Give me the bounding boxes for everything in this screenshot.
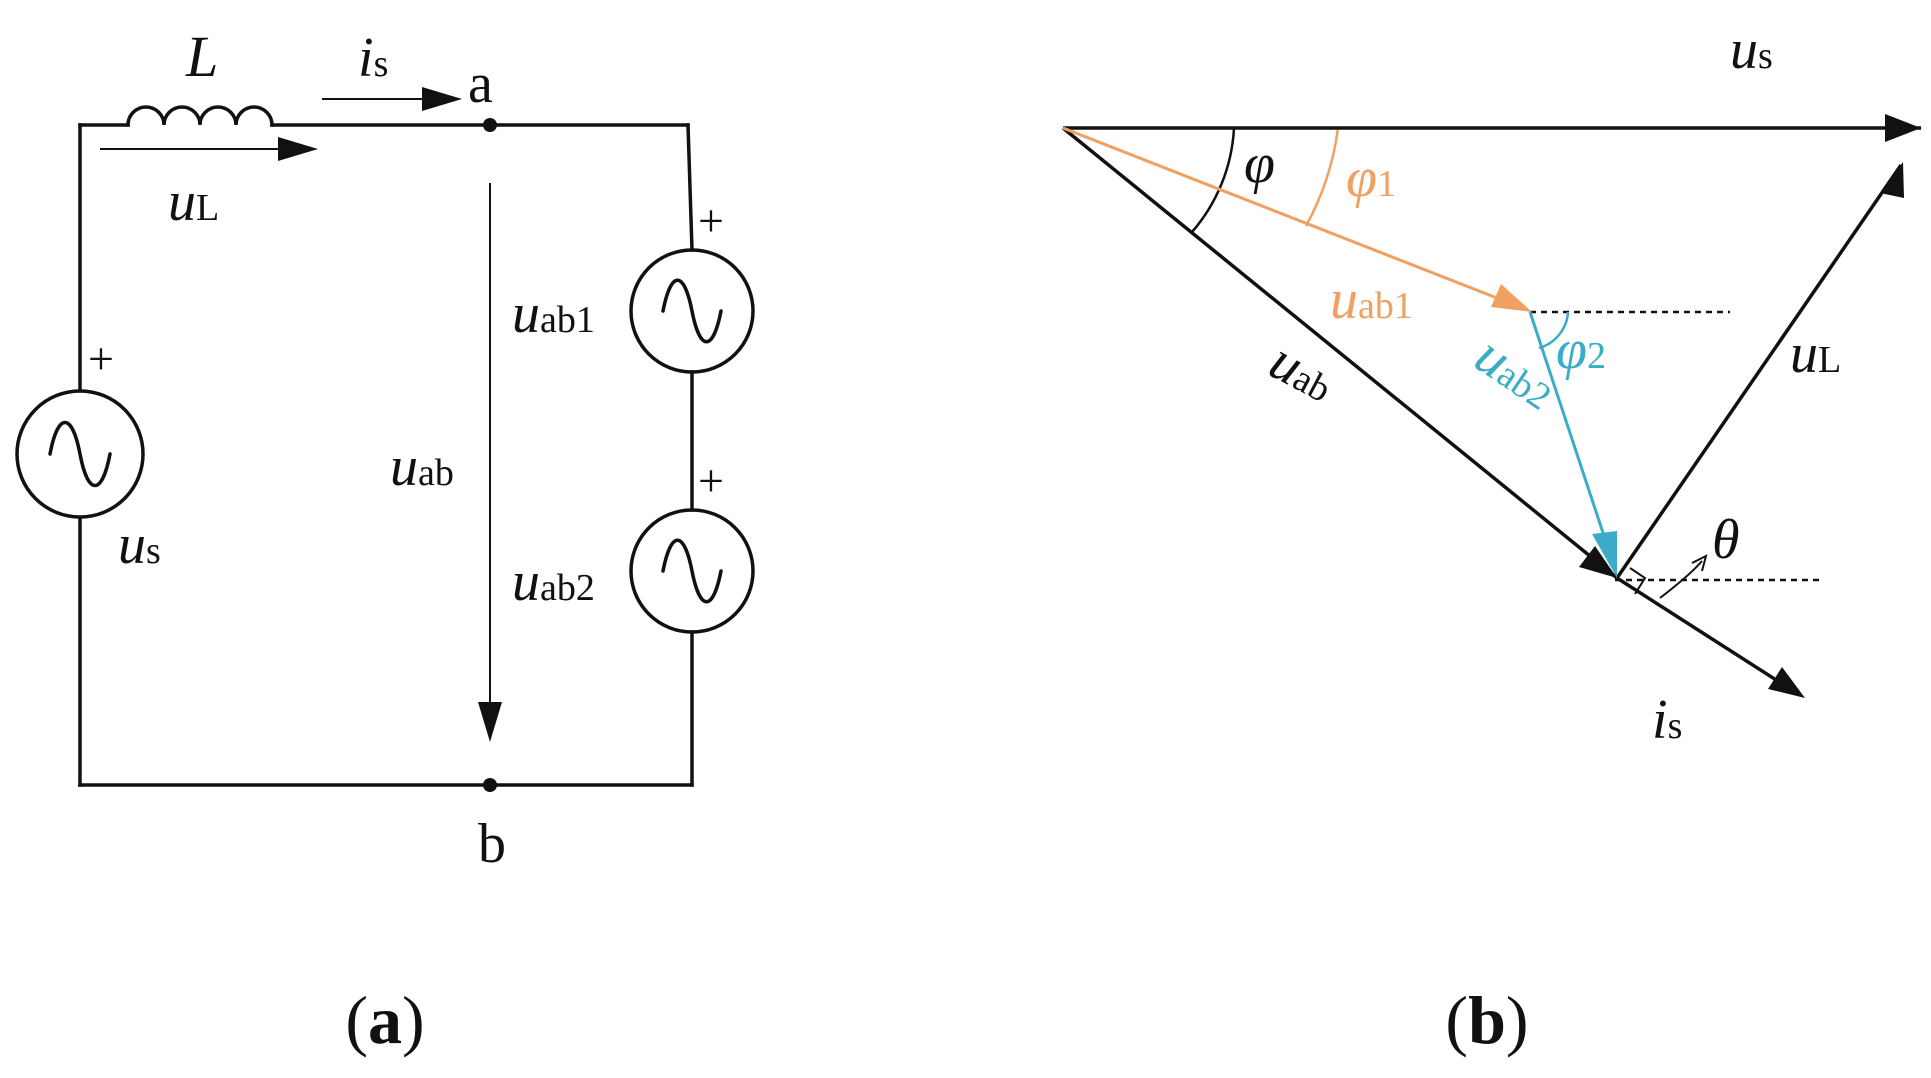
phasor-ul-label: uL xyxy=(1790,323,1841,385)
uab-label: uab xyxy=(390,436,454,498)
ac-source-us-icon xyxy=(15,389,145,519)
node-b-label: b xyxy=(478,813,506,875)
phasor-panel xyxy=(1061,114,1921,698)
circuit-labels: L is a b uL us uab uab1 uab2 + + + xyxy=(88,24,724,875)
uab2-label: uab2 xyxy=(512,551,595,613)
angle-phi2-label: φ2 xyxy=(1556,319,1606,381)
phasor-uab xyxy=(1061,126,1619,580)
inductor-icon xyxy=(126,105,274,127)
phasor-is-arrowhead xyxy=(1768,667,1805,698)
angle-arc-phi xyxy=(1191,127,1236,233)
phasor-uab2-label: uab2 xyxy=(1464,324,1567,422)
plus-sign-us: + xyxy=(88,333,114,384)
phasor-uab-arrowhead xyxy=(1579,546,1617,578)
ac-source-uab1-icon xyxy=(629,248,755,374)
phasor-uab-label: uab xyxy=(1260,330,1346,415)
right-angle-marker xyxy=(1629,567,1647,595)
current-arrowhead xyxy=(422,87,462,111)
caption-b: (b) xyxy=(1445,982,1528,1058)
uab1-label: uab1 xyxy=(512,283,595,345)
node-a-dot xyxy=(483,118,497,132)
phasor-is xyxy=(1616,576,1799,696)
caption-a: (a) xyxy=(345,982,424,1058)
sine-wave-icon xyxy=(661,278,723,344)
node-a-label: a xyxy=(468,53,493,115)
ul-label: uL xyxy=(168,171,219,233)
plus-sign-uab1: + xyxy=(698,195,724,246)
sine-wave-icon xyxy=(661,538,723,604)
inductor-label: L xyxy=(185,24,218,89)
phasor-uab1-label: uab1 xyxy=(1330,269,1413,331)
theta-arrowhead xyxy=(1691,554,1708,572)
phasor-uab2-arrowhead xyxy=(1592,531,1617,578)
angle-phi-label: φ xyxy=(1244,133,1275,195)
phasor-uab1-arrowhead xyxy=(1491,284,1532,312)
ul-arrowhead xyxy=(278,137,318,161)
phasor-uab1 xyxy=(1062,126,1526,311)
phasor-us-arrowhead xyxy=(1885,114,1921,142)
phasor-ul-arrowhead xyxy=(1880,162,1904,198)
phasor-is-label: is xyxy=(1652,689,1682,751)
plus-sign-uab2: + xyxy=(698,455,724,506)
us-label: us xyxy=(118,514,161,576)
ac-source-uab2-icon xyxy=(629,508,755,634)
current-label: is xyxy=(358,27,388,89)
angle-arc-phi2 xyxy=(1538,311,1570,350)
angle-arc-theta xyxy=(1659,560,1703,599)
uab-arrowhead xyxy=(478,702,502,742)
angle-arc-phi1 xyxy=(1304,127,1340,227)
phasor-us-label: us xyxy=(1730,19,1773,81)
angle-phi1-label: φ1 xyxy=(1346,147,1396,209)
captions: (a) (b) xyxy=(345,982,1528,1058)
angle-theta-label: θ xyxy=(1712,509,1740,571)
phasor-ul xyxy=(1615,164,1903,579)
wire-right-top xyxy=(686,123,694,252)
sine-wave-icon xyxy=(48,420,112,488)
phasor-uab2 xyxy=(1528,311,1614,561)
node-b-dot xyxy=(483,778,497,792)
circuit-panel xyxy=(15,105,755,787)
